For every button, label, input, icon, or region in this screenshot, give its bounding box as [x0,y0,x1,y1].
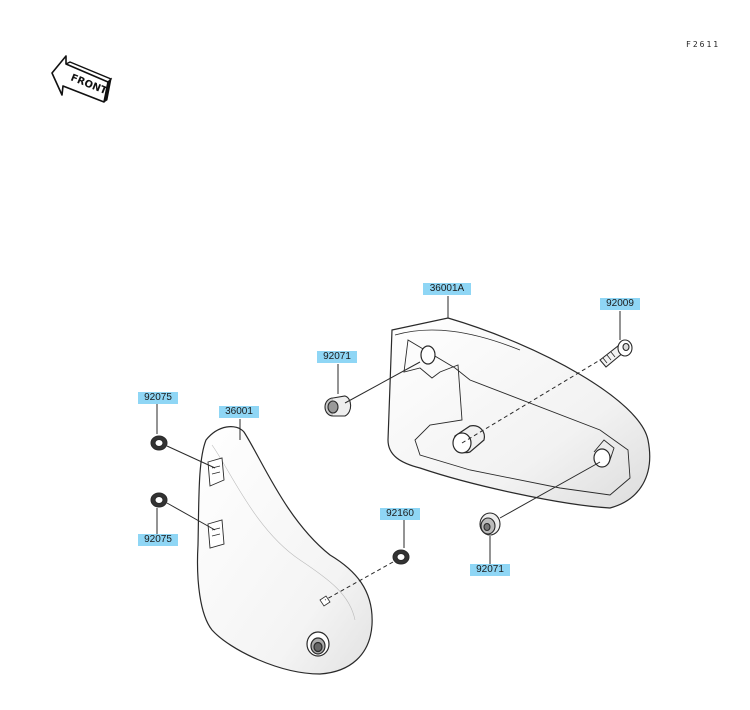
part-tag-36001a[interactable]: 36001A [423,283,471,295]
part-tag-92075-lower[interactable]: 92075 [138,534,178,546]
leader-lines [156,296,621,601]
grommet-92071-upper [324,395,352,417]
part-tag-92160[interactable]: 92160 [380,508,420,520]
part-tag-92075-upper[interactable]: 92075 [138,392,178,404]
grommet-92160 [392,549,410,565]
figure-code: F2611 [686,40,721,49]
grommet-92075-upper [150,435,168,451]
part-tag-36001[interactable]: 36001 [219,406,259,418]
part-tag-92071-upper[interactable]: 92071 [317,351,357,363]
front-arrow-icon: FRONT [51,55,113,103]
grommet-92075-lower [150,492,168,508]
grommet-92071-lower [479,512,501,536]
left-side-cover [196,426,373,675]
part-tag-92071-lower[interactable]: 92071 [470,564,510,576]
part-tag-92009[interactable]: 92009 [600,298,640,310]
bolt-92009 [599,339,633,368]
right-side-cover [387,317,651,509]
